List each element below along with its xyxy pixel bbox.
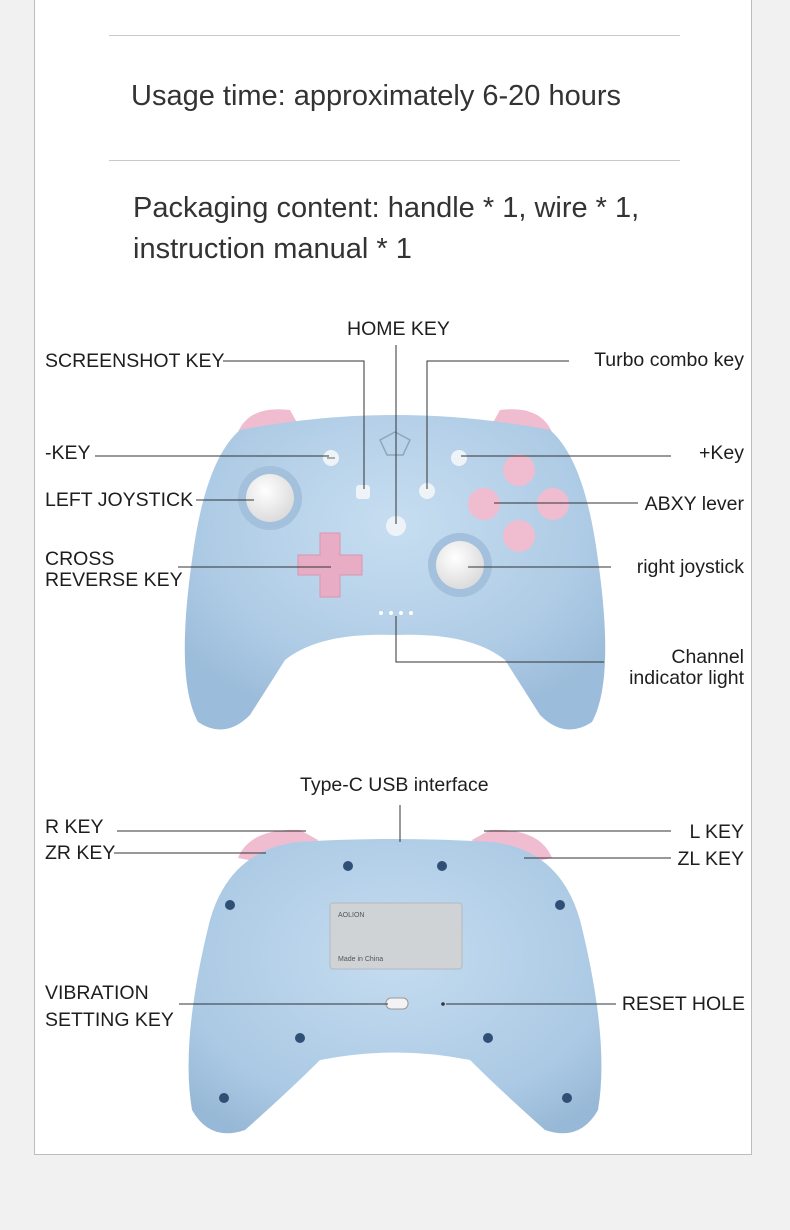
label-right-joystick: right joystick [636,556,744,578]
label-vibration-line-1: VIBRATION [45,982,149,1004]
label-zr-key: ZR KEY [45,842,116,864]
label-left-joystick: LEFT JOYSTICK [45,489,194,511]
label-r-key: R KEY [45,816,104,838]
packaging-line-2: instruction manual * 1 [133,233,412,265]
usage-time-text: Usage time: approximately 6-20 hours [131,80,622,112]
label-cross-line-2: REVERSE KEY [45,569,183,591]
label-plus-key: +Key [699,442,744,464]
divider-top [109,35,680,36]
label-channel-line-1: Channel [671,646,744,668]
label-zl-key: ZL KEY [677,848,744,870]
label-vibration-line-2: SETTING KEY [45,1009,174,1031]
packaging-line-1: Packaging content: handle * 1, wire * 1, [133,192,640,224]
label-turbo-combo-key: Turbo combo key [594,349,744,371]
label-reset-hole: RESET HOLE [621,993,745,1015]
label-screenshot-key: SCREENSHOT KEY [45,350,225,372]
label-type-c: Type-C USB interface [300,774,489,796]
label-minus-key: -KEY [45,442,91,464]
divider-middle [109,160,680,161]
label-cross-line-1: CROSS [45,548,115,570]
label-abxy-lever: ABXY lever [644,493,744,515]
label-channel-line-2: indicator light [629,667,744,689]
label-l-key: L KEY [689,821,744,843]
label-home-key: HOME KEY [347,318,450,340]
